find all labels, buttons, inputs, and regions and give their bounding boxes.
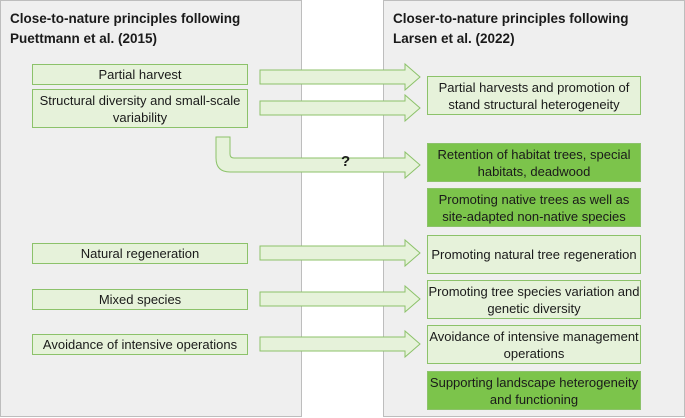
right-box-landscape-heterogeneity: Supporting landscape heterogeneity and f… [427, 371, 641, 410]
right-box-partial-harvests: Partial harvests and promotion of stand … [427, 76, 641, 115]
arrow-avoidance-operations [259, 329, 421, 359]
left-box-partial-harvest: Partial harvest [32, 64, 248, 85]
right-box-retention-habitat-trees: Retention of habitat trees, special habi… [427, 143, 641, 182]
arrow-partial-harvest [259, 62, 421, 92]
right-panel-title: Closer-to-nature principles following La… [393, 11, 629, 46]
left-box-structural-diversity: Structural diversity and small-scale var… [32, 89, 248, 128]
left-box-natural-regeneration: Natural regeneration [32, 243, 248, 264]
right-box-native-trees: Promoting native trees as well as site-a… [427, 188, 641, 227]
arrow-mixed-species [259, 284, 421, 314]
arrow-natural-regeneration [259, 238, 421, 268]
left-box-avoidance-operations: Avoidance of intensive operations [32, 334, 248, 355]
arrow-structural-diversity [259, 93, 421, 123]
right-box-species-variation: Promoting tree species variation and gen… [427, 280, 641, 319]
right-box-natural-tree-regeneration: Promoting natural tree regeneration [427, 235, 641, 274]
left-box-mixed-species: Mixed species [32, 289, 248, 310]
left-panel-title: Close-to-nature principles following Pue… [10, 11, 241, 46]
arrow-bent-question [215, 136, 421, 180]
right-box-avoidance-management: Avoidance of intensive management operat… [427, 325, 641, 364]
question-mark: ? [341, 153, 350, 170]
